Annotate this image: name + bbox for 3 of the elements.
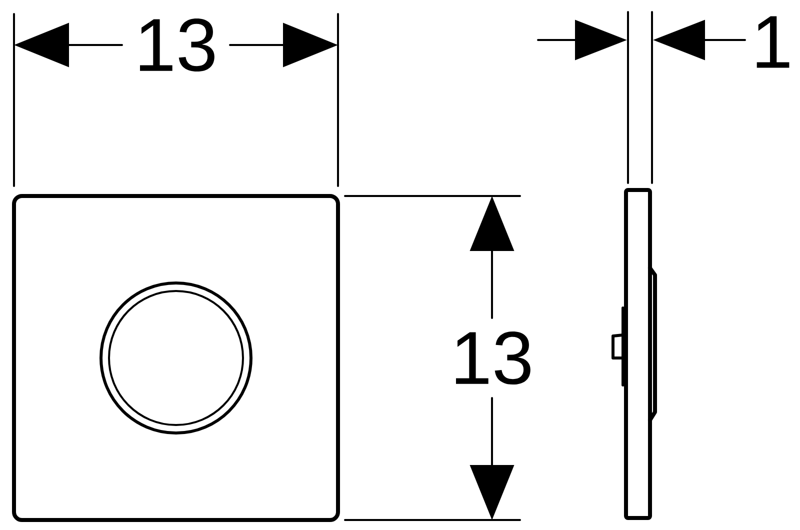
dimension-label: 1 [756, 16, 790, 68]
dimension-label: 13 [140, 18, 214, 72]
dimension-label: 13 [456, 331, 530, 385]
